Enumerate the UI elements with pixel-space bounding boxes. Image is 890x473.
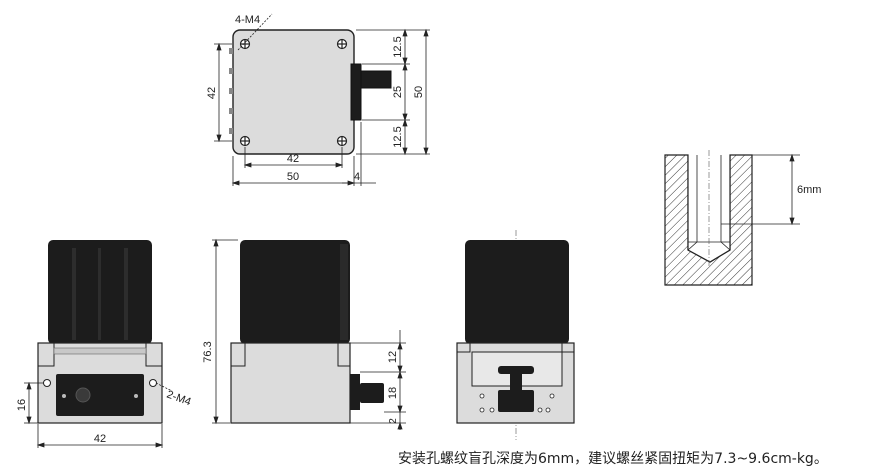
top-view-width-dims [231, 122, 376, 186]
top-view-right-total-label: 50 [413, 86, 425, 98]
top-view-right-top-label: 12.5 [392, 36, 404, 57]
front-view-height-label: 16 [16, 399, 28, 411]
footnote-caption: 安装孔螺纹盲孔深度为6mm，建议螺丝紧固扭矩为7.3~9.6cm-kg。 [398, 451, 828, 467]
side-view-total-label: 76.3 [202, 341, 214, 362]
front-view-holes-label: 2-M4 [165, 389, 193, 409]
top-view-holes [239, 38, 348, 147]
top-view-width-inner-label: 42 [287, 153, 299, 165]
back-view [456, 230, 575, 440]
section-view: 6mm [664, 150, 821, 286]
top-view: 4-M4 42 42 50 4 [206, 13, 430, 186]
back-view-small-holes [479, 393, 555, 413]
top-view-height-label: 42 [206, 87, 218, 99]
back-view-horn-stem [510, 372, 522, 394]
top-view-body [232, 29, 355, 155]
back-view-output-block [498, 390, 534, 412]
section-view-depth-label: 6mm [797, 184, 821, 196]
side-view-left-dim [212, 238, 238, 425]
front-view-holes [43, 379, 157, 387]
side-view-upper-label: 12 [387, 351, 399, 363]
side-view-shaft [360, 383, 384, 403]
top-view-right-bot-label: 12.5 [392, 126, 404, 147]
front-view-width-dim [36, 424, 164, 448]
front-view-height-dim [24, 381, 44, 425]
top-view-right-mid-label: 25 [392, 86, 404, 98]
front-view: 2-M4 16 42 [16, 240, 193, 448]
side-view-base-label: 2 [388, 418, 399, 424]
side-view: 76.3 12 18 2 [202, 238, 406, 430]
back-view-black-body [465, 240, 569, 344]
side-view-shaft-collar [350, 374, 360, 410]
side-view-lower-label: 18 [387, 387, 399, 399]
side-view-metal-base [230, 342, 351, 424]
top-view-left-bumps [229, 48, 233, 134]
top-view-width-outer-label: 50 [287, 171, 299, 183]
top-view-height-dim [214, 42, 232, 143]
side-view-black-body [240, 240, 350, 344]
side-view-right-dims [350, 330, 406, 430]
section-view-depth-dim [721, 153, 800, 226]
front-view-width-label: 42 [94, 433, 106, 445]
top-view-shaft-collar [350, 63, 362, 121]
top-view-right-dims [356, 28, 430, 156]
top-view-holes-label: 4-M4 [235, 14, 260, 26]
back-view-horn-bar [498, 366, 534, 374]
top-view-shaft-label: 4 [354, 171, 360, 183]
front-view-plate [56, 374, 144, 416]
top-view-shaft [360, 70, 392, 89]
front-view-center-hole [75, 387, 91, 403]
